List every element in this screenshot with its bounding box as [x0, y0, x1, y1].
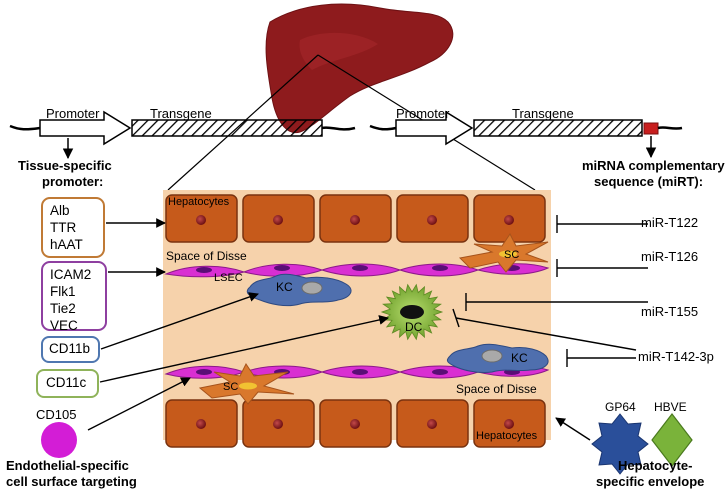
tissue-specific-caption-2: promoter:	[42, 174, 104, 189]
mirt-122-label: miR-T122	[641, 215, 699, 230]
left-transgene-label: Transgene	[150, 106, 212, 121]
transgene-bar	[473, 119, 643, 137]
endothelial-promoter-list: ICAM2 Flk1 Tie2 VEC	[42, 262, 91, 334]
surface-targeting-caption-1: Endothelial-specific	[6, 458, 129, 473]
hepatocyte-promoter-list: Alb TTR hAAT	[42, 198, 83, 253]
mirt-caption-2: sequence (miRT):	[594, 174, 704, 189]
promoter-item: VEC	[50, 318, 78, 333]
liver-shade-icon	[299, 32, 378, 70]
promoter-box-hepatocyte	[41, 197, 105, 258]
envelope-caption-2: specific envelope	[596, 474, 705, 489]
promoter-item: ICAM2	[50, 267, 92, 282]
mirt-142-label: miR-T142-3p	[638, 349, 714, 364]
space-of-disse-bottom-label: Space of Disse	[456, 382, 537, 396]
promoter-arrow-icon	[395, 110, 474, 146]
hepatocyte-row-top	[165, 194, 546, 243]
kc-bottom-label: KC	[511, 351, 528, 365]
stellate-cell-bottom-icon	[198, 363, 295, 405]
cd105-antibody-icon	[41, 422, 77, 458]
kc-top-label: KC	[276, 280, 293, 294]
envelope-caption-1: Hepatocyte-	[618, 458, 693, 473]
surface-targeting-caption-2: cell surface targeting	[6, 474, 137, 489]
mirt-155-label: miR-T155	[641, 304, 699, 319]
left-promoter-label: Promoter	[46, 106, 100, 121]
transgene-bar	[131, 119, 323, 137]
right-transgene-label: Transgene	[512, 106, 574, 121]
mirt-inhibitors	[452, 215, 648, 367]
promoter-box-kupffer	[41, 336, 100, 363]
mirt-126-label: miR-T126	[641, 249, 699, 264]
right-promoter-label: Promoter	[396, 106, 450, 121]
hbve-label: HBVE	[654, 400, 687, 414]
promoter-box-endothelial	[41, 261, 107, 331]
hbve-envelope-icon	[651, 413, 693, 467]
construct-left	[9, 110, 356, 160]
promoter-item: Alb	[50, 203, 70, 218]
promoter-arrow-icon	[39, 110, 132, 146]
promoter-item: Tie2	[50, 301, 76, 316]
gp64-envelope-icon	[591, 413, 649, 475]
dendritic-cell-icon	[380, 283, 444, 341]
hepatocytes-bottom-label: Hepatocytes	[476, 430, 538, 442]
kupffer-cell-bottom-icon	[446, 343, 549, 373]
cd105-label: CD105	[36, 407, 77, 422]
dendritic-promoter: CD11c	[46, 375, 87, 390]
mirt-caption-1: miRNA complementary	[582, 158, 725, 173]
sc-top-label: SC	[504, 249, 520, 261]
sc-bottom-label: SC	[223, 381, 239, 393]
promoter-box-dendritic	[36, 369, 99, 398]
lsec-label: LSEC	[214, 272, 243, 284]
kupffer-promoter: CD11b	[49, 341, 91, 356]
tissue-specific-caption-1: Tissue-specific	[18, 158, 112, 173]
promoter-item: hAAT	[50, 237, 83, 252]
promoter-item: TTR	[50, 220, 77, 235]
space-of-disse-top-label: Space of Disse	[166, 249, 247, 263]
kupffer-cell-top-icon	[246, 273, 352, 307]
construct-right	[369, 110, 683, 159]
gp64-label: GP64	[605, 400, 636, 414]
hepatocyte-row-bottom	[165, 399, 546, 448]
stellate-cell-top-icon	[458, 233, 549, 273]
dc-label: DC	[405, 320, 423, 334]
hepatocytes-top-label: Hepatocytes	[168, 196, 230, 208]
mirt-site-icon	[643, 122, 659, 135]
promoter-item: Flk1	[50, 284, 76, 299]
